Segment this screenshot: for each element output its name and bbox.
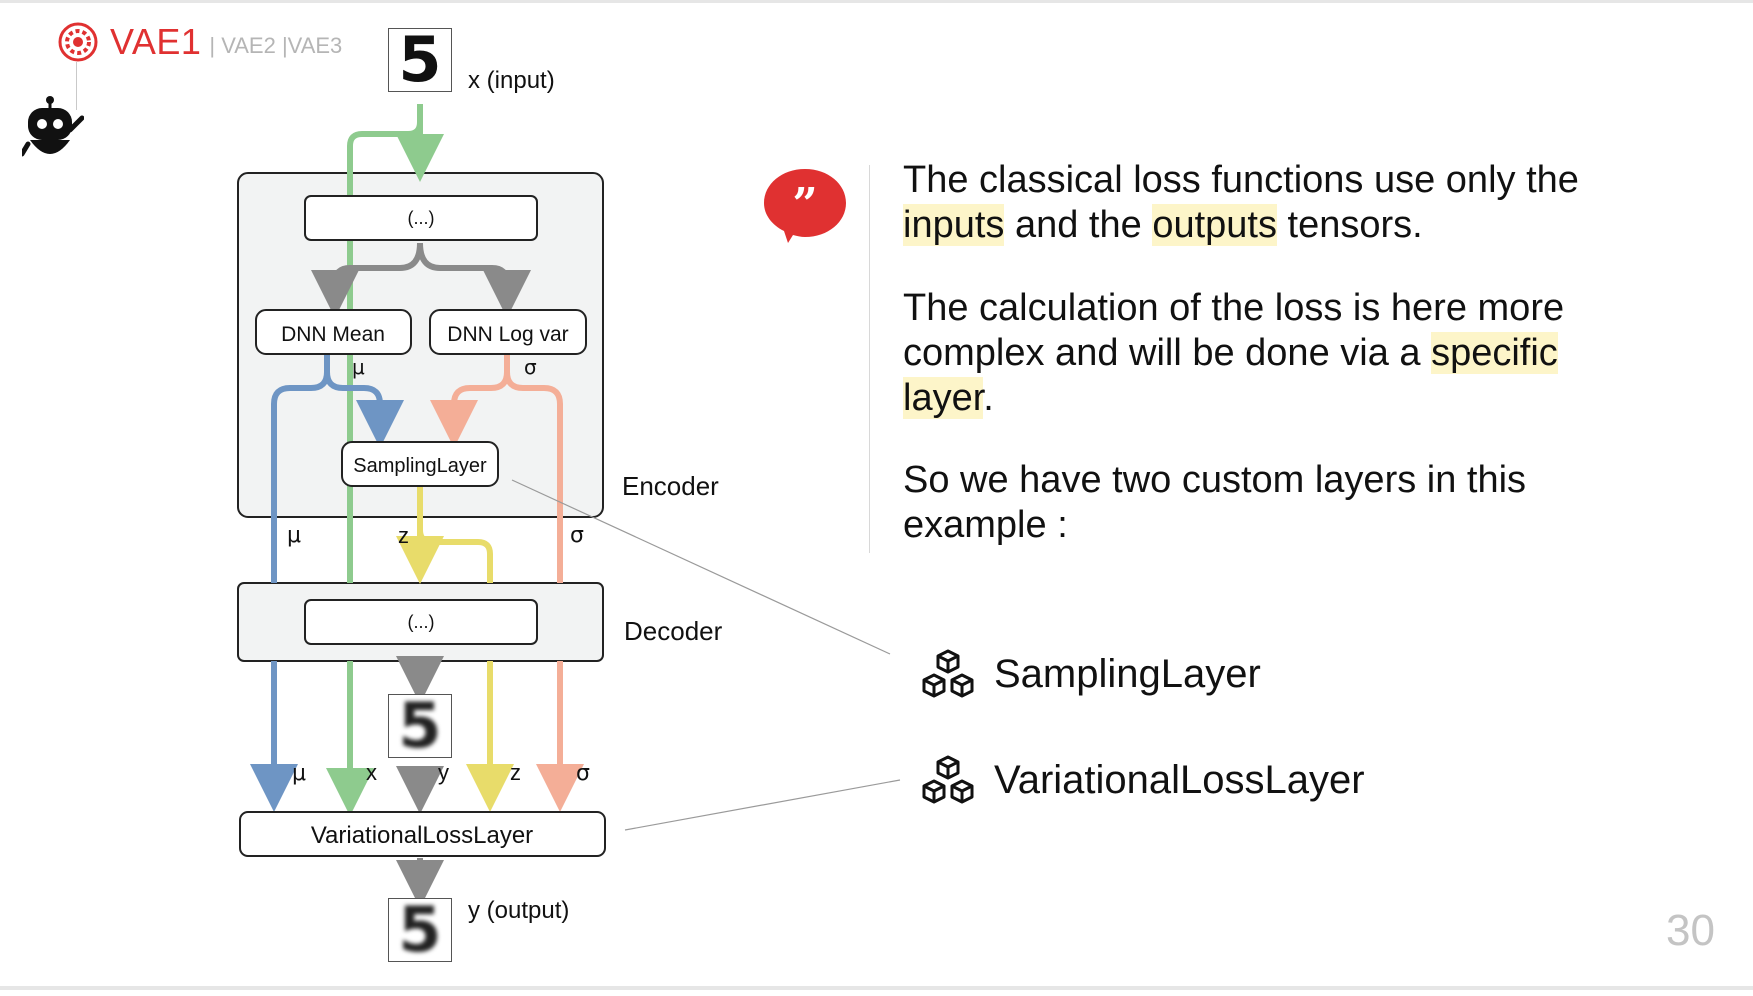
page-number: 30: [1666, 906, 1715, 955]
decoder-inner-label: (...): [408, 612, 435, 632]
mu-label-top: μ: [352, 355, 365, 379]
sampling-layer-label: SamplingLayer: [353, 455, 487, 477]
item-loss-layer: VariationalLossLayer: [994, 757, 1365, 802]
item-sampling-layer: SamplingLayer: [994, 651, 1261, 696]
output-label: y (output): [468, 897, 569, 924]
y-label-bottom: y: [438, 760, 449, 785]
dnn-mean-box: [255, 309, 412, 355]
encoder-label: Encoder: [622, 471, 719, 501]
sigma-label-bottom: σ: [576, 761, 590, 786]
decoded-digit-image: 5: [388, 694, 452, 758]
gear-ring-icon: [58, 22, 98, 62]
svg-text:”: ”: [792, 179, 817, 230]
tab-others[interactable]: | VAE2 |VAE3: [209, 33, 343, 58]
input-label: x (input): [468, 67, 555, 94]
mu-label-bottom: μ: [292, 761, 306, 786]
sampling-layer-box: [341, 441, 499, 487]
dnn-logvar-box: [429, 309, 587, 355]
dnn-mean-label: DNN Mean: [281, 323, 385, 346]
z-label-bottom: z: [510, 760, 521, 785]
custom-layer-item: SamplingLayer: [918, 646, 1261, 702]
output-digit-image: 5: [388, 898, 452, 962]
to-logvar-arrow: [417, 242, 531, 318]
sigma-to-sampling-arrow: [430, 371, 510, 448]
paragraph-2: The calculation of the loss is here more…: [903, 287, 1565, 419]
input-digit-image: 5: [388, 28, 452, 92]
connector-sampling: [511, 479, 891, 655]
to-mean-arrow: [311, 242, 423, 318]
sigma-label-top: σ: [524, 355, 537, 379]
top-rule: [0, 0, 1753, 3]
robot-mascot-icon: [22, 96, 84, 157]
paragraph-3: So we have two custom layers in this exa…: [903, 459, 1527, 546]
stacked-cubes-icon: [922, 649, 974, 698]
custom-layer-item: VariationalLossLayer: [918, 752, 1365, 808]
z-arrow: [417, 529, 490, 788]
mu-to-sampling-arrow: [324, 371, 404, 448]
decoder-inner-box: [304, 599, 538, 645]
vertical-separator: [869, 165, 870, 553]
z-label-mid: z: [398, 523, 409, 548]
header-tabs: VAE1 | VAE2 |VAE3: [56, 18, 342, 66]
loss-layer-box: [239, 811, 606, 857]
stacked-cubes-icon: [922, 755, 974, 804]
quote-bubble-icon: ”: [764, 169, 846, 243]
encoder-inner-box: [304, 195, 538, 241]
bottom-rule: [0, 986, 1753, 990]
mu-label-mid: μ: [287, 523, 301, 548]
dnn-logvar-label: DNN Log var: [447, 323, 568, 346]
encoder-inner-label: (...): [408, 208, 435, 228]
decoder-label: Decoder: [624, 616, 723, 646]
connector-loss: [624, 779, 901, 831]
loss-layer-label: VariationalLossLayer: [311, 822, 533, 849]
tab-vae1[interactable]: VAE1: [110, 21, 202, 62]
robot-tether: [76, 62, 77, 110]
sigma-label-mid: σ: [570, 523, 584, 548]
x-label-bottom: x: [366, 760, 377, 785]
paragraph-1: The classical loss functions use only th…: [903, 159, 1579, 246]
